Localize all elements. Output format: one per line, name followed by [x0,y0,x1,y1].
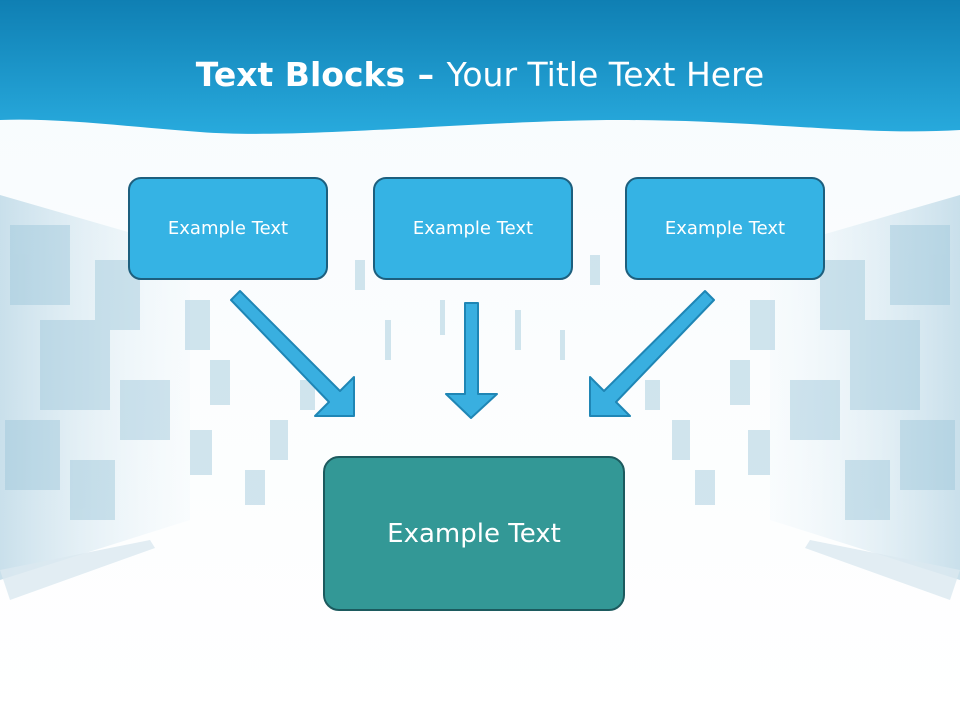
title-bold-part: Text Blocks [195,55,406,94]
text-block-right-label: Example Text [664,218,786,239]
text-block-left: Example Text [128,177,328,280]
text-block-center-label: Example Text [412,218,534,239]
text-block-right: Example Text [625,177,825,280]
target-block-label: Example Text [387,518,561,549]
target-block: Example Text [323,456,625,611]
title-separator: – [417,55,435,94]
text-block-center: Example Text [373,177,573,280]
title-rest: Your Title Text Here [446,55,765,94]
text-block-left-label: Example Text [167,218,289,239]
slide-title: Text Blocks – Your Title Text Here [0,50,960,100]
